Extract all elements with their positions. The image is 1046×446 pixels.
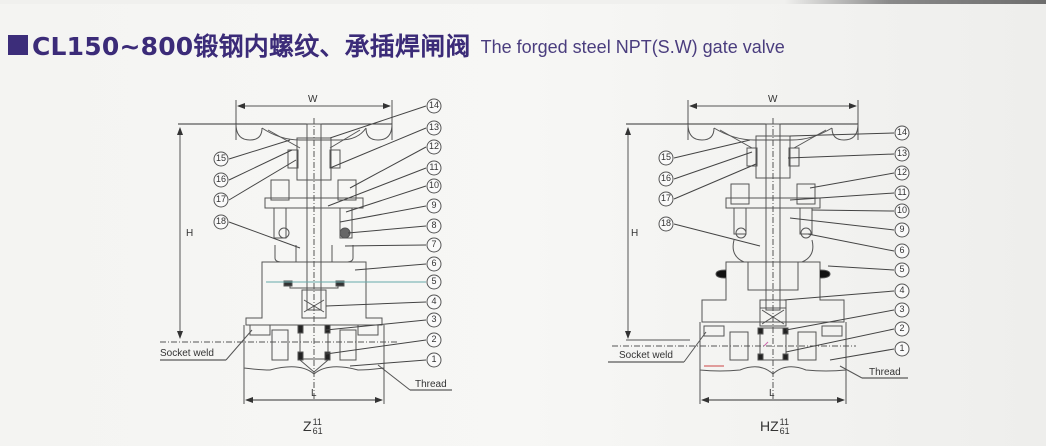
callout-number: 6 [431, 258, 437, 268]
socket-weld-label-left: Socket weld [160, 348, 214, 359]
model-subscript: 61 [779, 426, 790, 437]
callout-number: 12 [896, 167, 907, 177]
callout-number: 3 [899, 304, 905, 314]
callout-number: 11 [429, 162, 439, 172]
callout-number: 13 [428, 122, 439, 132]
callout-number: 5 [899, 264, 905, 274]
callout-number: 1 [899, 343, 905, 353]
dimension-l-right: L [769, 388, 775, 399]
valve-diagram-left [160, 100, 452, 404]
callout-number: 9 [431, 200, 437, 210]
callout-number: 10 [428, 180, 439, 190]
callout-number: 11 [897, 187, 907, 197]
callouts-right-diagram [658, 125, 910, 357]
callout-number: 15 [215, 153, 226, 163]
callout-number: 15 [660, 152, 671, 162]
callouts-left-diagram [213, 98, 442, 368]
model-base: Z [303, 418, 312, 434]
callout-number: 5 [431, 276, 437, 286]
callout-number: 12 [428, 141, 439, 151]
top-border [0, 0, 1046, 4]
callout-number: 1 [431, 354, 437, 364]
callout-number: 14 [428, 100, 439, 110]
callout-number: 16 [660, 173, 671, 183]
valve-diagram-right [608, 100, 908, 404]
title-english: The forged steel NPT(S.W) gate valve [480, 36, 785, 57]
callout-number: 18 [215, 216, 226, 226]
callout-number: 13 [896, 148, 907, 158]
dimension-l-left: L [311, 388, 317, 399]
callout-number: 6 [899, 245, 905, 255]
thread-label-right: Thread [869, 367, 901, 378]
page-title: CL150~800锻钢内螺纹、承插焊闸阀 The forged steel NP… [8, 28, 785, 62]
dimension-w-right: W [768, 94, 778, 105]
dimension-h-left: H [186, 228, 194, 239]
socket-weld-label-right: Socket weld [619, 350, 673, 361]
callout-number: 4 [899, 285, 905, 295]
callout-number: 18 [660, 218, 671, 228]
callout-number: 17 [660, 193, 671, 203]
callout-number: 7 [431, 239, 437, 249]
callout-number: 17 [215, 194, 226, 204]
callout-number: 10 [896, 205, 907, 215]
model-superscript: 11 [779, 417, 790, 428]
callout-number: 16 [215, 174, 226, 184]
title-bullet-icon [8, 35, 28, 55]
callout-number: 4 [431, 296, 437, 306]
callout-number: 14 [896, 127, 907, 137]
callout-number: 3 [431, 314, 437, 324]
model-subscript: 61 [312, 426, 323, 437]
callout-number: 9 [899, 224, 905, 234]
callout-number: 2 [899, 323, 905, 333]
model-base: HZ [760, 418, 779, 434]
title-chinese: CL150~800锻钢内螺纹、承插焊闸阀 [32, 32, 471, 61]
dimension-w-left: W [308, 94, 318, 105]
callout-number: 2 [431, 334, 437, 344]
thread-label-left: Thread [415, 379, 447, 390]
dimension-h-right: H [631, 228, 639, 239]
callout-number: 8 [431, 220, 437, 230]
model-superscript: 11 [312, 417, 322, 428]
